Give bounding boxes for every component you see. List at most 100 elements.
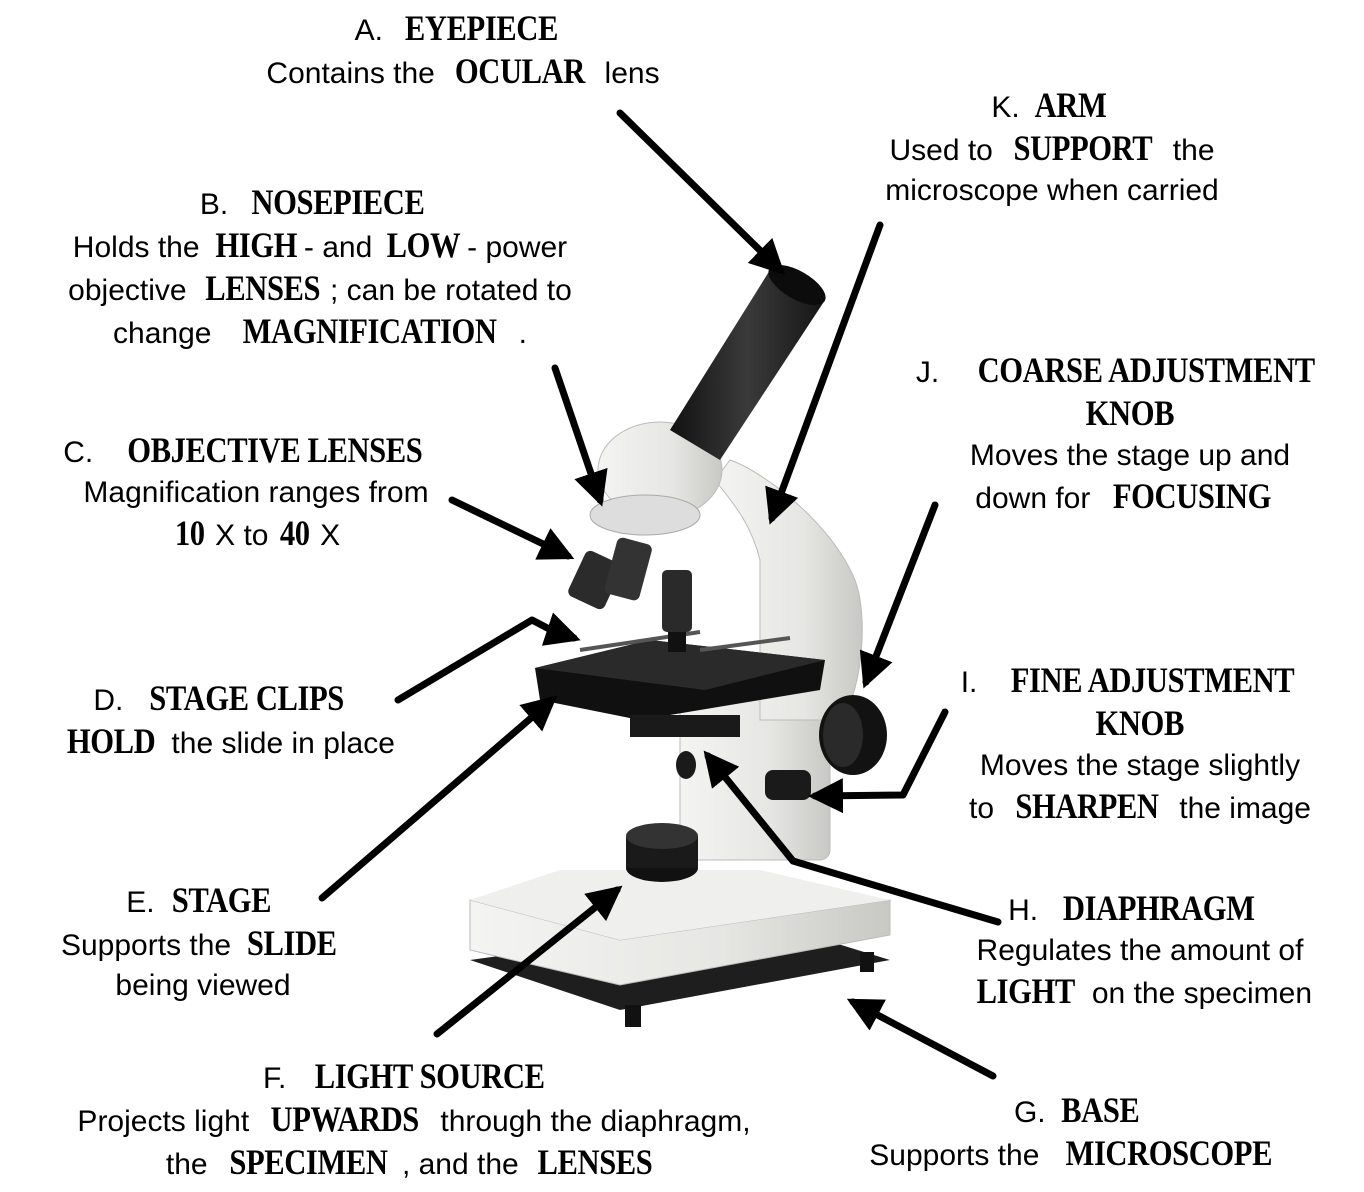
label-keyword: HOLD <box>67 721 155 761</box>
label-keyword: SHARPEN <box>1015 786 1158 826</box>
label-text: Holds the <box>73 231 208 264</box>
label-letter: I. <box>961 666 986 699</box>
label-description-line: change MAGNIFICATION. <box>68 311 572 354</box>
label-text: ; can be rotated to <box>330 274 572 307</box>
label-keyword: SPECIMEN <box>230 1142 388 1182</box>
label-keyword: KNOB <box>1086 393 1174 433</box>
label-description-line: Projects light UPWARDS through the diaph… <box>77 1099 750 1142</box>
label-keyword: LENSES <box>537 1142 652 1182</box>
label-description-line: 10 X to 40 X <box>63 513 448 556</box>
label-letter: E. <box>126 886 163 919</box>
label-description-line: KNOB <box>916 393 1344 436</box>
label-text: X <box>312 519 340 552</box>
label-heading: E. STAGE <box>61 880 345 923</box>
label-letter: J. <box>916 356 948 389</box>
label-text: being viewed <box>115 969 290 1002</box>
label-description-line: Holds the HIGH- and LOW- power <box>68 225 572 268</box>
label-text: the image <box>1171 792 1311 825</box>
label-keyword: FOCUSING <box>1113 476 1271 516</box>
label-description-line: down for FOCUSING <box>916 476 1344 519</box>
label-description-line: Magnification ranges from <box>63 473 448 513</box>
label-description-line: HOLD the slide in place <box>59 721 395 764</box>
label-keyword: HIGH <box>215 225 297 265</box>
arrow-nosepiece <box>555 368 600 500</box>
arrow-coarse-knob <box>866 505 935 682</box>
label-description-line: LIGHT on the specimen <box>968 971 1312 1014</box>
label-light-source: F. LIGHT SOURCEProjects light UPWARDS th… <box>77 1056 750 1185</box>
base-shape <box>470 870 890 1027</box>
label-letter: A. <box>355 14 392 47</box>
arrow-eyepiece <box>620 113 780 270</box>
label-part-name: OBJECTIVE LENSES <box>128 430 423 470</box>
label-heading: J. COARSE ADJUSTMENT <box>916 350 1344 393</box>
label-keyword: 40 <box>279 513 309 553</box>
label-letter: B. <box>200 188 237 221</box>
label-text: objective <box>68 274 195 307</box>
label-text: Moves the stage slightly <box>980 749 1300 782</box>
label-letter: F. <box>263 1062 295 1095</box>
label-keyword: 10 <box>174 513 204 553</box>
label-description-line: being viewed <box>61 966 345 1006</box>
label-keyword: KNOB <box>1096 703 1184 743</box>
label-part-name: ARM <box>1034 85 1106 125</box>
label-text: on the specimen <box>1084 977 1312 1010</box>
label-part-name: NOSEPIECE <box>252 182 425 222</box>
label-text: the <box>166 1148 216 1181</box>
label-objective-lenses: C. OBJECTIVE LENSES Magnification ranges … <box>63 430 448 556</box>
label-heading: H. DIAPHRAGM <box>968 888 1312 931</box>
label-letter: D. <box>93 684 131 717</box>
label-description-line: Moves the stage up and <box>916 436 1344 476</box>
label-text: - and <box>304 231 381 264</box>
label-keyword: MAGNIFICATION <box>242 311 496 351</box>
light-source-shape <box>626 823 698 882</box>
label-text: to <box>969 792 1002 825</box>
label-part-name: EYEPIECE <box>405 8 558 48</box>
label-text: Moves the stage up and <box>970 439 1290 472</box>
label-letter: K. <box>991 91 1028 124</box>
label-keyword: SLIDE <box>247 923 337 963</box>
label-description-line: microscope when carried <box>885 171 1218 211</box>
label-text: X to <box>207 519 277 552</box>
label-letter: C. <box>63 436 101 469</box>
label-keyword: OCULAR <box>455 51 585 91</box>
label-keyword: UPWARDS <box>271 1099 419 1139</box>
label-text: Projects light <box>77 1105 257 1138</box>
label-text: microscope when carried <box>885 174 1218 207</box>
label-heading: G. BASE <box>869 1090 1290 1133</box>
label-keyword: LOW <box>387 225 461 265</box>
label-text: Magnification ranges from <box>83 476 428 509</box>
label-description-line: the SPECIMEN , and the LENSES <box>77 1142 750 1185</box>
label-heading: I. FINE ADJUSTMENT <box>961 660 1320 703</box>
label-part-name: BASE <box>1061 1090 1139 1130</box>
label-text: Contains the <box>266 57 443 90</box>
label-part-name: FINE ADJUSTMENT <box>1011 660 1295 700</box>
label-description-line: Supports the MICROSCOPE <box>869 1133 1290 1176</box>
label-description-line: objective LENSES ; can be rotated to <box>68 268 572 311</box>
label-heading: A. EYEPIECE <box>266 8 659 51</box>
label-description-line: Supports the SLIDE <box>61 923 345 966</box>
label-heading: K. ARM <box>885 85 1218 128</box>
label-part-name: STAGE <box>172 880 271 920</box>
label-description-line: Contains the OCULAR lens <box>266 51 659 94</box>
label-description-line: Moves the stage slightly <box>961 746 1320 786</box>
label-text: . <box>519 317 527 350</box>
label-description-line: KNOB <box>961 703 1320 746</box>
label-keyword: SUPPORT <box>1013 128 1152 168</box>
label-description-line: Regulates the amount of <box>968 931 1312 971</box>
label-keyword: LENSES <box>205 268 320 308</box>
label-text: , and the <box>402 1148 527 1181</box>
label-text: - power <box>467 231 567 264</box>
label-heading: B. NOSEPIECE <box>68 182 572 225</box>
label-text: lens <box>596 57 659 90</box>
objectives-shape <box>566 536 692 652</box>
arrow-objective-lenses <box>452 500 568 556</box>
label-nosepiece: B. NOSEPIECEHolds the HIGH- and LOW- pow… <box>68 182 572 354</box>
